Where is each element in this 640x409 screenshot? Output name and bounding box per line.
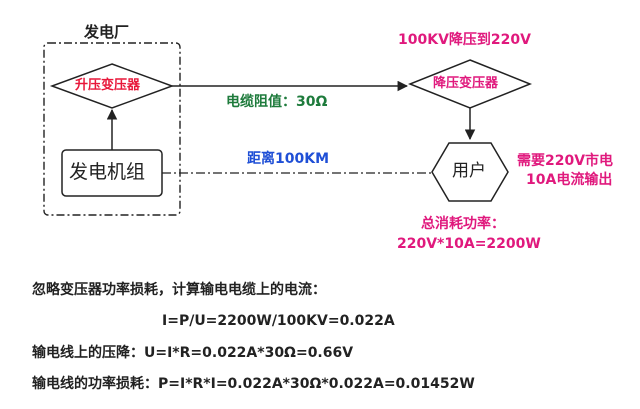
generator-set-label: 发电机组 <box>69 161 146 183</box>
total-power-formula: 220V*10A=2200W <box>397 236 541 252</box>
power-plant-title: 发电厂 <box>84 23 130 41</box>
voltage-drop-formula: 输电线上的压降：U=I*R=0.022A*30Ω=0.66V <box>32 345 354 361</box>
cable-resistance-label: 电缆阻值：30Ω <box>226 94 328 110</box>
step-down-note: 100KV降压到220V <box>398 32 531 48</box>
power-loss-formula: 输电线的功率损耗：P=I*R*I=0.022A*30Ω*0.022A=0.014… <box>32 376 475 392</box>
total-power-title: 总消耗功率： <box>421 216 505 232</box>
power-plant-boundary <box>43 42 181 216</box>
user-demand-line-2: 10A电流输出 <box>526 172 613 188</box>
calculation-intro: 忽略变压器功率损耗，计算输电电缆上的电流： <box>32 282 326 298</box>
distance-label: 距离100KM <box>247 151 330 167</box>
step-down-transformer-label: 降压变压器 <box>433 76 499 91</box>
user-label: 用户 <box>452 161 486 181</box>
current-formula: I=P/U=2200W/100KV=0.022A <box>162 313 395 329</box>
user-demand-line-1: 需要220V市电 <box>517 153 614 169</box>
user-hexagon <box>431 142 509 202</box>
step-up-transformer-label: 升压变压器 <box>75 78 141 93</box>
step-up-transformer-shape <box>49 63 175 109</box>
